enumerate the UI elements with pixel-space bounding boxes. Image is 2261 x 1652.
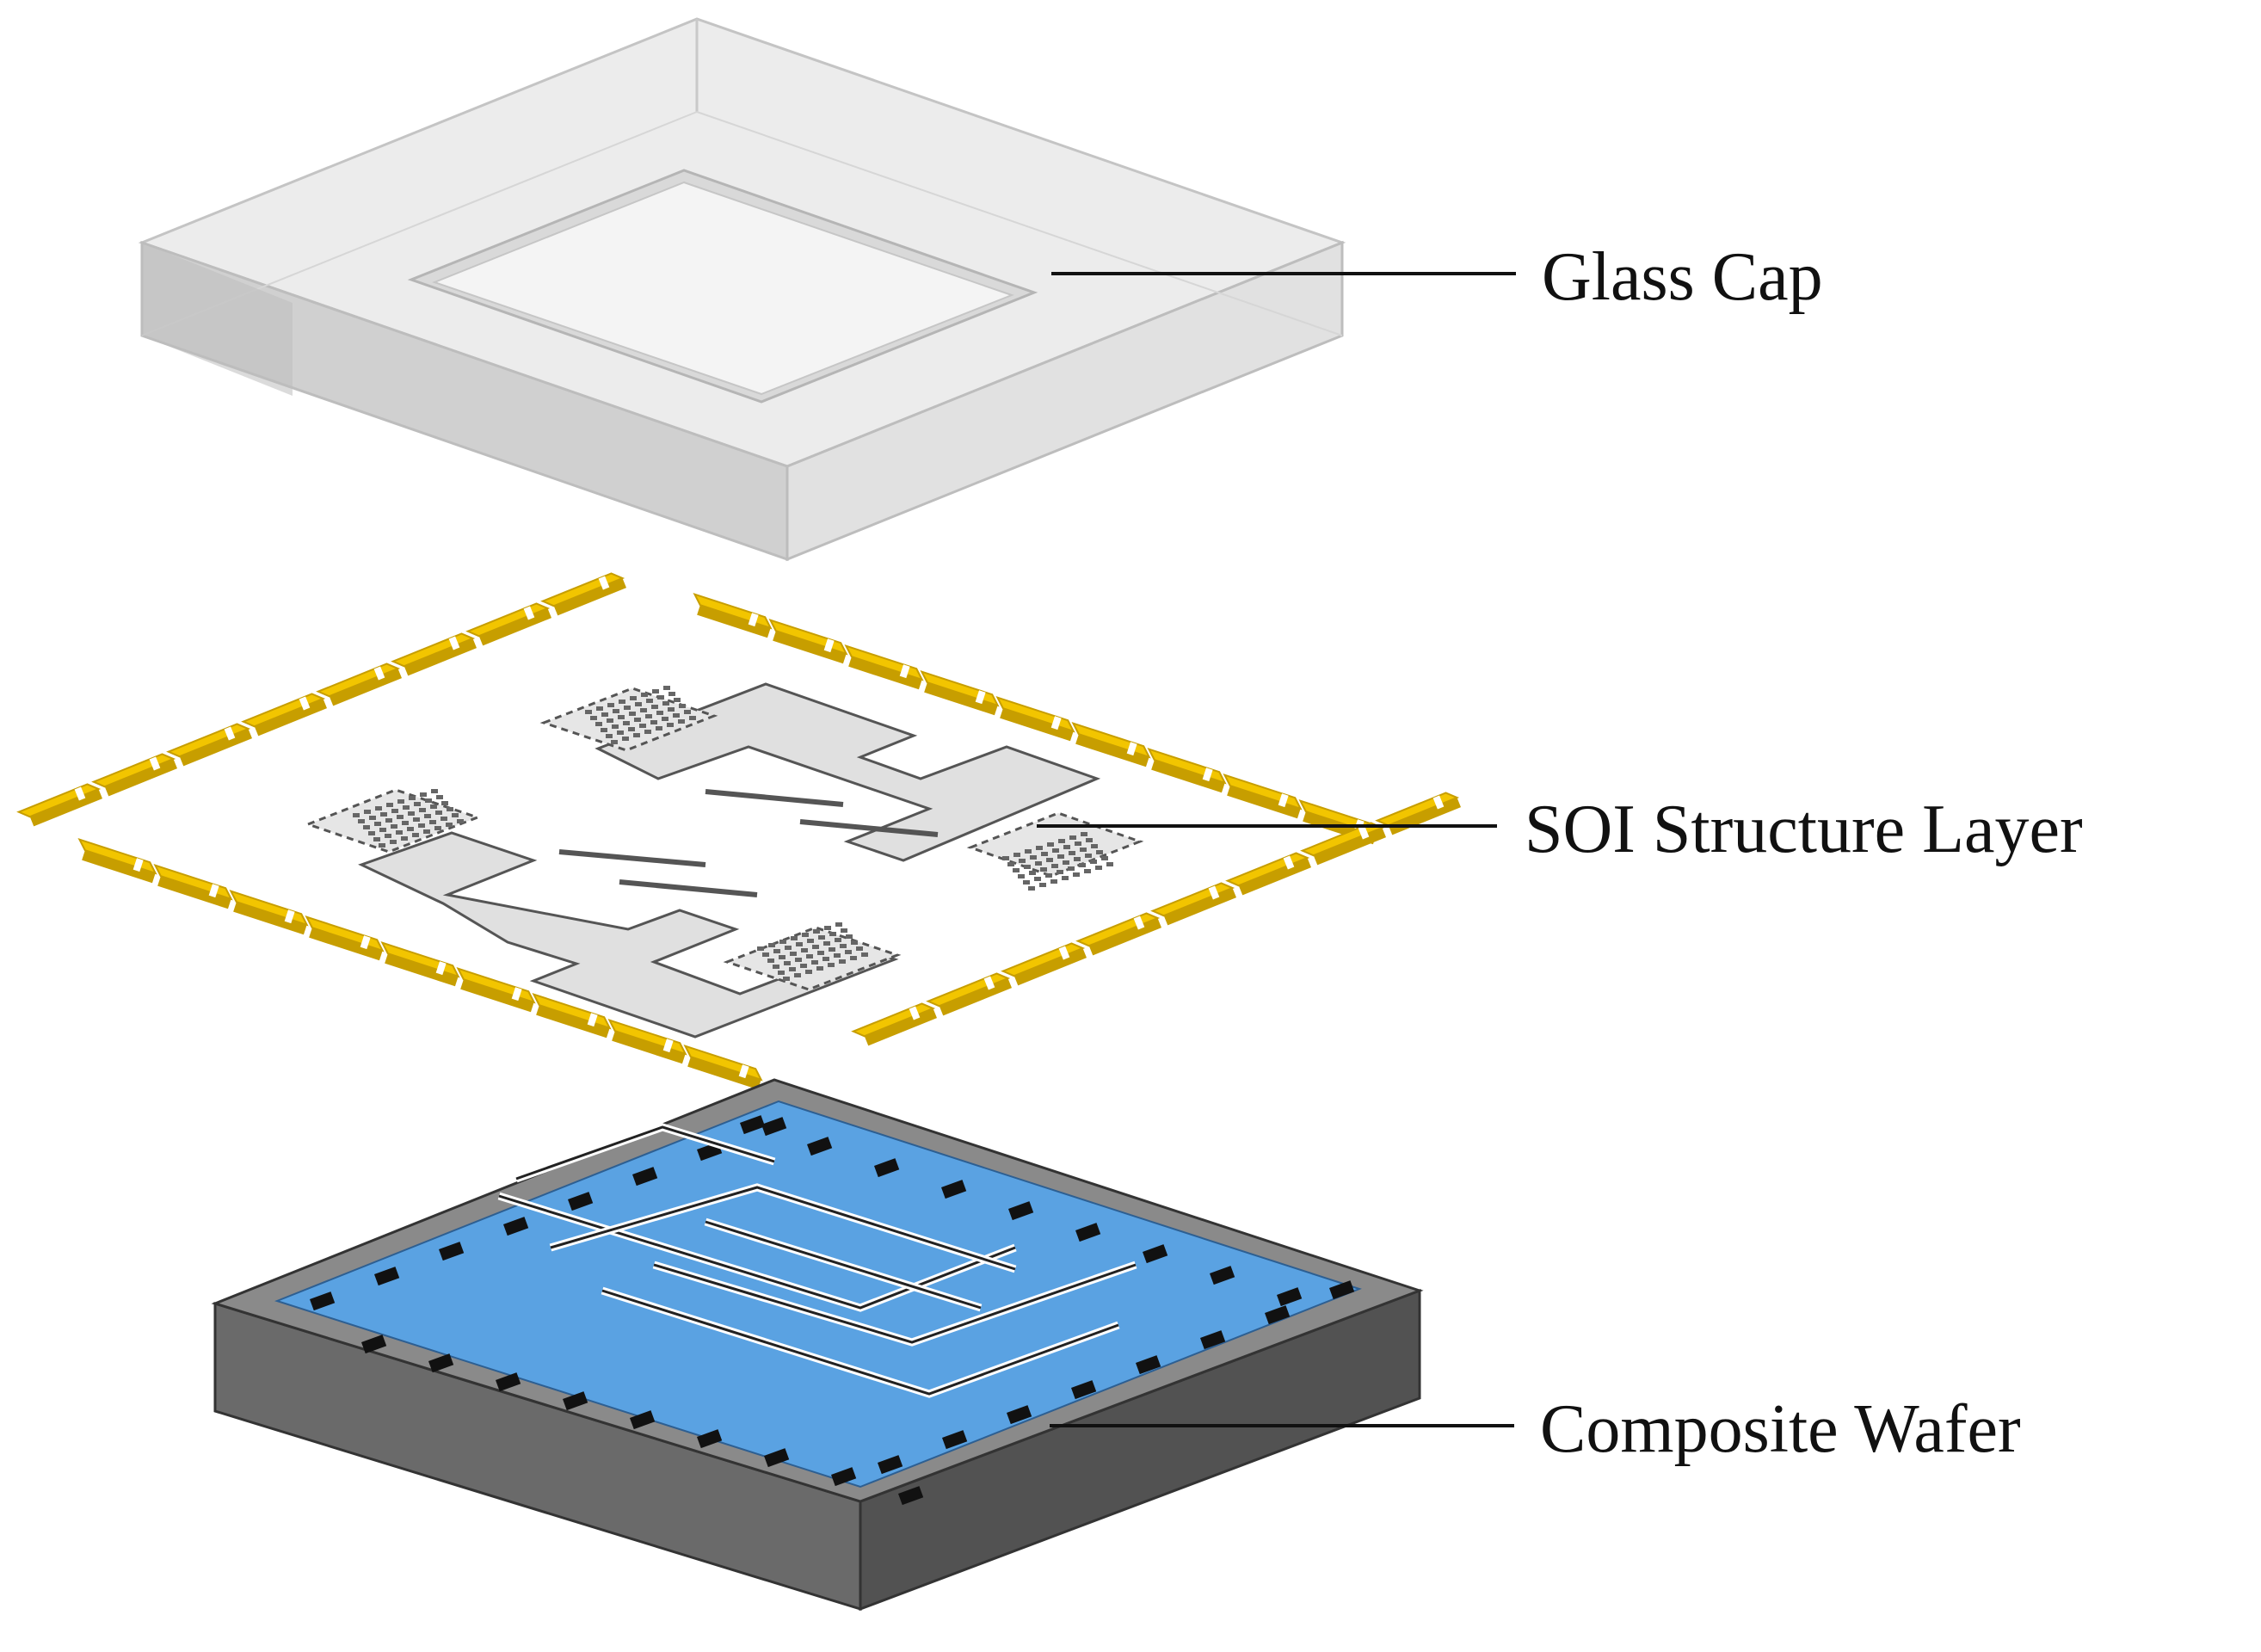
wafer-pad (310, 1291, 336, 1311)
gold-pad (1147, 747, 1227, 793)
perforation-arrays (353, 686, 1113, 981)
gold-pad (1075, 912, 1162, 956)
gold-pad (380, 940, 460, 987)
comb-drives (558, 789, 939, 897)
gold-pad (166, 723, 253, 767)
wafer-pad (1209, 1266, 1235, 1285)
gold-pad (153, 863, 233, 909)
wafer-pad (1075, 1223, 1101, 1242)
wafer-pad (503, 1217, 529, 1236)
wafer-pad (1329, 1280, 1355, 1300)
wafer-pad (630, 1410, 656, 1430)
wafer-pad (1070, 1380, 1097, 1400)
composite-wafer-layer (211, 1078, 1424, 1612)
proof-mass-upper (539, 682, 1144, 878)
wafer-pad (1143, 1244, 1168, 1264)
wafer-pad (696, 1429, 723, 1449)
glass-cap-layer (138, 17, 1346, 562)
gold-pad (540, 572, 627, 616)
wafer-pad (428, 1353, 454, 1373)
wafer-pad (632, 1167, 658, 1187)
gold-pad (229, 889, 309, 935)
soi-layer-label: SOI Structure Layer (1525, 792, 2083, 867)
wafer-pad (940, 1180, 967, 1199)
gold-pad (532, 992, 612, 1039)
gold-pad (683, 1044, 763, 1090)
gold-bond-pads (16, 572, 1462, 1090)
wafer-pad (374, 1267, 400, 1286)
wafer-pad (1264, 1305, 1291, 1325)
wafer-pad (496, 1372, 521, 1392)
wafer-pad (897, 1486, 924, 1506)
gold-pad (926, 972, 1013, 1016)
glass-cap-label: Glass Cap (1542, 239, 1823, 315)
wafer-pad (873, 1158, 900, 1178)
wafer-pad (438, 1242, 465, 1261)
wafer-pad (1136, 1355, 1161, 1375)
wafer-pad (807, 1137, 833, 1156)
gold-pad (995, 695, 1075, 742)
composite-wafer-label: Composite Wafer (1540, 1391, 2021, 1467)
gold-pad (1223, 773, 1303, 819)
glass-cap-recess (407, 169, 1038, 404)
gold-pad (920, 669, 1000, 716)
gold-pad (16, 783, 103, 827)
gold-pad (851, 1002, 938, 1046)
gold-pad (1375, 792, 1462, 835)
wafer-pad (877, 1455, 903, 1475)
wafer-pad (763, 1448, 790, 1468)
wafer-pad (1199, 1330, 1226, 1350)
gold-pad (456, 966, 536, 1013)
wafer-interconnect-traces (497, 1123, 1137, 1398)
gold-pad (1150, 882, 1237, 926)
wafer-pad (563, 1391, 588, 1411)
gold-pad (1071, 721, 1151, 767)
gold-pad (77, 837, 157, 884)
gold-pad (316, 663, 403, 706)
gold-pad (305, 915, 385, 961)
wafer-pad (1007, 1405, 1032, 1425)
gold-pad (1300, 822, 1387, 866)
gold-pad (844, 644, 924, 690)
wafer-pad (361, 1335, 387, 1354)
soi-structure-layer (16, 572, 1462, 1090)
wafer-pad (942, 1430, 968, 1450)
gold-pad (607, 1018, 687, 1064)
gold-pad (693, 592, 773, 638)
gold-pad (241, 693, 328, 737)
gold-pad (768, 618, 848, 664)
wafer-pad (739, 1115, 766, 1135)
wafer-pad (568, 1192, 594, 1211)
gold-pad (465, 602, 552, 646)
wafer-pad (830, 1467, 857, 1487)
wafer-pad (1277, 1287, 1303, 1307)
gold-pad (1001, 942, 1087, 986)
wafer-pad (761, 1117, 787, 1137)
gold-pad (1225, 852, 1312, 896)
wafer-pad (1007, 1201, 1034, 1221)
gold-pad (91, 753, 178, 797)
gold-pad (391, 632, 477, 676)
